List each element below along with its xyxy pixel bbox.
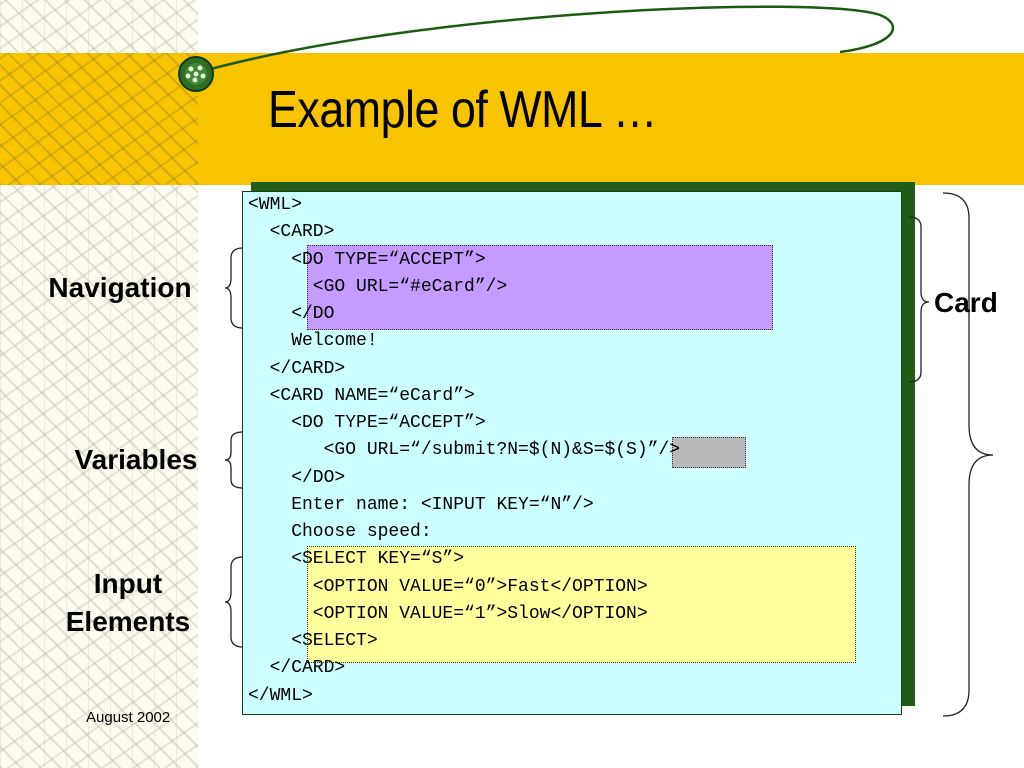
globe-icon <box>178 56 214 92</box>
variables-highlight <box>672 437 746 468</box>
code-line: Choose speed: <box>248 522 432 542</box>
code-line: <DO TYPE=“ACCEPT”> <box>248 413 486 433</box>
label-input-line: Input <box>93 568 163 599</box>
code-line: <GO URL=“#eCard”/> <box>248 276 508 297</box>
label-navigation: Navigation <box>48 272 192 303</box>
code-line: <SELECT> <box>248 631 378 651</box>
code-line: <OPTION VALUE=“1”>Slow</OPTION> <box>248 603 648 624</box>
code-line: <CARD NAME=“eCard”> <box>248 385 475 406</box>
code-line: Welcome! <box>248 331 378 352</box>
code-line: </DO> <box>248 467 346 488</box>
input-elements-highlight <box>307 546 856 663</box>
label-card: Card <box>934 287 998 318</box>
footer-date: August 2002 <box>86 709 171 726</box>
card-brace <box>908 216 930 383</box>
code-line: </CARD> <box>248 658 346 679</box>
label-variables: Variables <box>74 444 198 475</box>
variables-brace <box>224 431 244 489</box>
code-line: </DO <box>248 304 335 324</box>
code-line: </WML> <box>248 685 313 706</box>
input-elements-brace <box>224 556 244 648</box>
title-band <box>0 53 1024 185</box>
code-line: Enter name: <INPUT KEY=“N”/> <box>248 494 594 515</box>
code-line: <CARD> <box>248 222 335 243</box>
navigation-highlight <box>307 245 773 330</box>
code-line: <WML> <box>248 195 303 215</box>
title-band-pattern <box>0 53 198 185</box>
label-elements-line: Elements <box>65 606 191 637</box>
code-line: <DO TYPE=“ACCEPT”> <box>248 249 486 270</box>
label-input-elements: Input Elements <box>28 565 228 641</box>
deck-brace <box>942 192 994 717</box>
wml-code-block: <WML> <CARD> <DO TYPE=“ACCEPT”> <GO URL=… <box>248 192 680 710</box>
code-line: <GO URL=“/submit?N=$(N)&S=$(S)”/> <box>248 440 681 461</box>
code-line: </CARD> <box>248 358 346 379</box>
code-line: <OPTION VALUE=“0”>Fast</OPTION> <box>248 576 648 597</box>
slide-title: Example of WML … <box>268 81 658 139</box>
navigation-brace <box>224 247 244 329</box>
code-line: <SELECT KEY=“S”> <box>248 549 465 570</box>
